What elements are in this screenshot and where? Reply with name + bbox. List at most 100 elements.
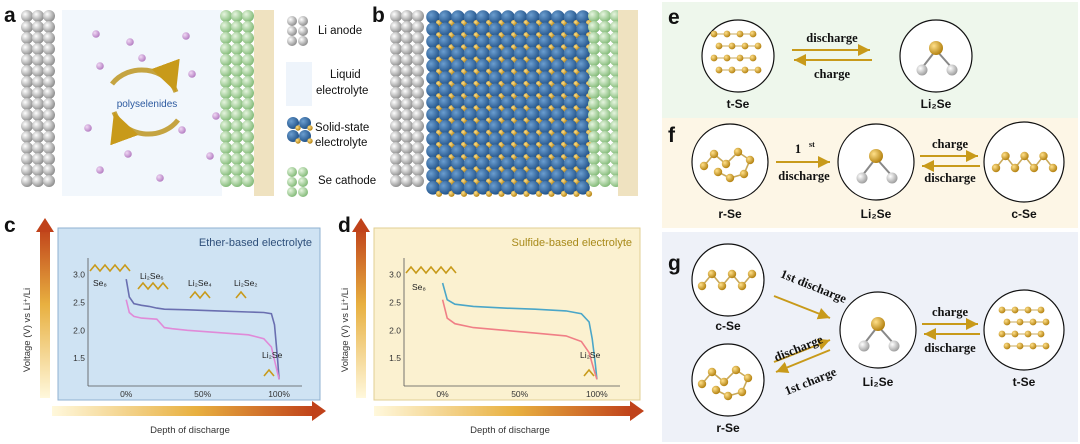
r-se-circle [691, 123, 769, 201]
solid-electrolyte-particle [438, 10, 453, 24]
c-se-atom [1048, 163, 1058, 173]
solid-electrolyte-particle [438, 46, 453, 61]
panel-d: d Voltage (V) vs Li⁺/Li Sulfide-based el… [338, 214, 644, 436]
se-particle [295, 138, 301, 144]
series-line-1 [125, 278, 280, 380]
solid-electrolyte-particle [488, 34, 503, 49]
solid-electrolyte-particle [451, 181, 465, 195]
se-cathode-particle [588, 76, 600, 88]
c-se-atom [747, 269, 757, 279]
li-particle [21, 21, 33, 33]
t-se-atom [728, 42, 736, 50]
y-tick-label: 2.5 [73, 298, 85, 308]
solid-electrolyte-particle [563, 22, 578, 36]
se-cathode-particle [599, 76, 611, 88]
solid-electrolyte-particle [551, 181, 565, 195]
li-particle [412, 175, 424, 187]
c-se-atom [707, 269, 717, 279]
species-label: Se₈ [93, 278, 107, 288]
li-particle [21, 109, 33, 121]
solid-electrolyte-particle [538, 83, 553, 97]
depth-arrow-head [630, 401, 644, 421]
solid-electrolyte-particle [501, 144, 515, 158]
solid-electrolyte-particle [501, 59, 515, 73]
solid-electrolyte-particle [426, 34, 440, 49]
r-se-atom [713, 167, 723, 177]
se-cathode-particle [242, 87, 254, 99]
se-cathode-particle [231, 32, 243, 44]
li-particle [412, 65, 424, 77]
solid-electrolyte-particle [438, 168, 453, 183]
li-particle [43, 87, 55, 99]
se-cathode-particle [220, 65, 232, 77]
t-se-atom [723, 54, 731, 62]
c-se-atom [727, 269, 737, 279]
d-xlabel: Depth of discharge [470, 425, 550, 436]
solid-electrolyte-particle [513, 59, 528, 73]
solid-electrolyte-particle [538, 132, 553, 146]
solid-electrolyte-particle [538, 59, 553, 73]
solid-electrolyte-particle [563, 59, 578, 73]
solid-electrolyte-particle [513, 144, 528, 158]
solid-electrolyte-particle [426, 132, 440, 146]
se-cathode-particle [220, 54, 232, 66]
e-right-label: Li₂Se [921, 97, 952, 111]
se-cathode-particle [242, 98, 254, 110]
solid-electrolyte-particle [576, 132, 590, 146]
solid-electrolyte-particle [501, 22, 515, 36]
se-cathode-particle [599, 87, 611, 99]
solid-electrolyte-particle [426, 71, 440, 85]
li-particle [412, 153, 424, 165]
solid-electrolyte-particle [488, 168, 503, 183]
solid-electrolyte-particle [551, 34, 565, 49]
polyselenide-dot [182, 32, 190, 40]
solid-electrolyte-particle [463, 83, 478, 97]
f-first-sup: st [809, 140, 815, 149]
solid-electrolyte-particle [438, 107, 453, 122]
solid-electrolyte-particle [526, 46, 540, 61]
solid-electrolyte-particle [451, 34, 465, 49]
solid-electrolyte-particle [438, 71, 453, 85]
solid-electrolyte-particle [576, 156, 590, 171]
solid-electrolyte-particle [463, 71, 478, 85]
solid-electrolyte-particle [551, 22, 565, 36]
solid-electrolyte-particle [551, 144, 565, 158]
solid-electrolyte-particle [538, 10, 553, 24]
li-particle [401, 10, 413, 22]
solid-electrolyte-particle [526, 120, 540, 134]
t-se-circle [983, 289, 1065, 371]
t-se-atom [749, 54, 757, 62]
solid-electrolyte-particle [538, 144, 553, 158]
se-cathode-particle [599, 153, 611, 165]
li-particle [43, 54, 55, 66]
y-tick-label: 1.5 [389, 353, 401, 363]
solid-electrolyte-particle [563, 132, 578, 146]
li-particle [32, 32, 44, 44]
t-se-atom [1037, 306, 1045, 314]
solid-electrolyte-particle [426, 22, 440, 36]
voltage-gradient-arrow [40, 228, 50, 398]
solid-electrolyte-particle [526, 144, 540, 158]
se-cathode-particle [599, 32, 611, 44]
y-tick-label: 3.0 [389, 270, 401, 280]
c-se-atom [1020, 151, 1029, 161]
solid-electrolyte-particle [438, 132, 453, 146]
series-line-2 [125, 299, 280, 380]
solid-electrolyte-particle [526, 10, 540, 24]
c-se-structure [991, 151, 1058, 173]
li-particle [32, 76, 44, 88]
se-particle [585, 190, 593, 197]
panel-label-b: b [372, 4, 385, 27]
se-cathode-particle [242, 164, 254, 176]
li-particle [390, 131, 402, 143]
solid-electrolyte-particle [563, 95, 578, 110]
li-particle [401, 164, 413, 176]
polyselenide-dot [188, 70, 196, 78]
li-particle [401, 43, 413, 55]
se-cathode-particle [231, 87, 243, 99]
species-label: Li₂Se₂ [234, 278, 258, 288]
cycle-arrows-icon [110, 58, 180, 146]
solid-electrolyte-particle [438, 120, 453, 134]
se8-chain-icon [405, 265, 457, 275]
t-se-atom [1042, 318, 1050, 326]
